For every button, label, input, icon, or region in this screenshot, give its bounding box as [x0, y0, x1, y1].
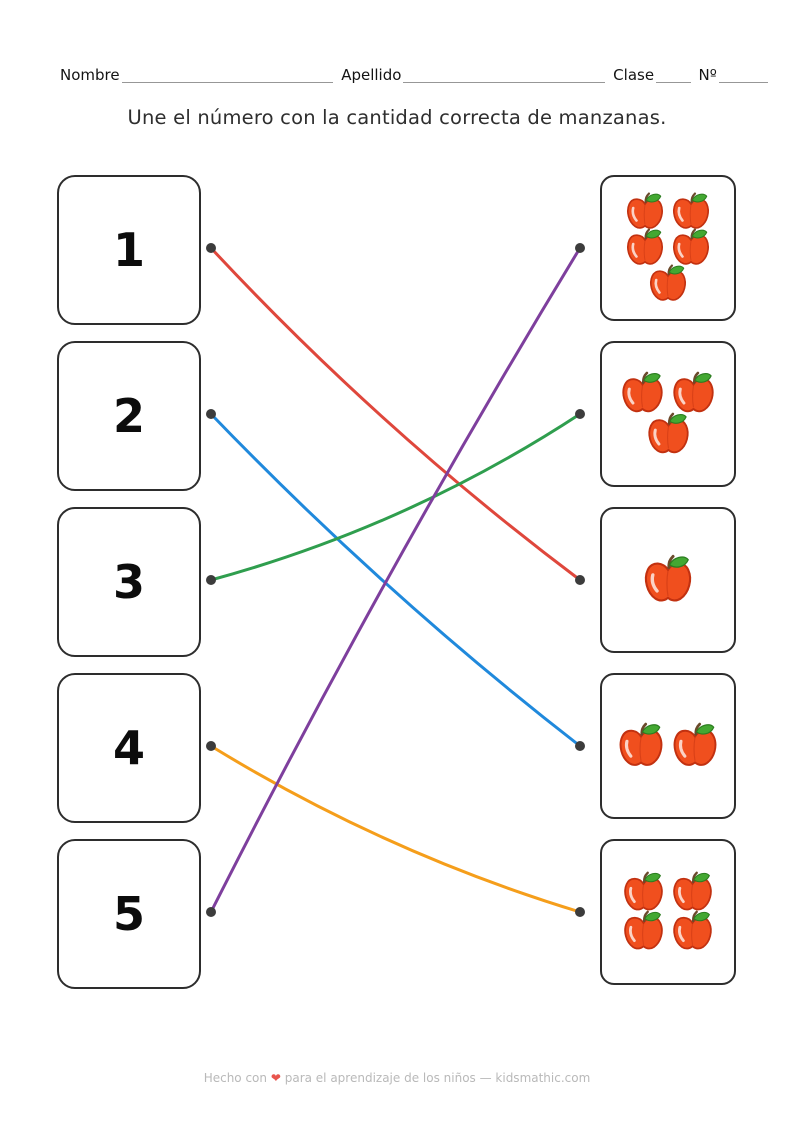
apple-icon [673, 228, 709, 265]
apple-box-5 [600, 839, 736, 985]
connection-dot [206, 409, 216, 419]
connection-dot [575, 243, 585, 253]
connection-dot [206, 243, 216, 253]
connection-dot [206, 741, 216, 751]
apple-row [621, 870, 715, 915]
number-box-4: 4 [57, 673, 201, 823]
apple-row [641, 553, 695, 607]
apple-icon [673, 722, 717, 766]
connection-line-5 [209, 246, 582, 914]
connection-line-4 [209, 744, 582, 914]
connection-dot [575, 575, 585, 585]
apple-row [624, 191, 712, 233]
footer-prefix: Hecho con [203, 1071, 267, 1085]
surname-label: Apellido [341, 66, 402, 84]
apple-box-3 [600, 507, 736, 653]
apple-row [619, 370, 717, 417]
apple-icon [622, 371, 663, 413]
apple-icon [644, 554, 692, 602]
apple-icon [673, 910, 712, 950]
connection-line-1 [209, 246, 582, 582]
apple-icon [673, 871, 712, 911]
name-label: Nombre [60, 66, 120, 84]
number-box-5: 5 [57, 839, 201, 989]
class-label: Clase [613, 66, 655, 84]
heart-icon: ❤ [270, 1071, 281, 1085]
apple-icon [624, 871, 663, 911]
apple-icon [650, 264, 686, 301]
apple-row [621, 909, 715, 954]
apple-icon [673, 371, 714, 413]
name-write-line [121, 66, 334, 83]
surname-write-line [403, 66, 606, 83]
apple-row [624, 227, 712, 269]
footer-suffix: para el aprendizaje de los niños — kidsm… [284, 1071, 591, 1085]
apple-box-4 [600, 673, 736, 819]
number-2-label: 2 [112, 389, 145, 443]
connection-line-2 [209, 412, 582, 748]
number-1-label: 1 [112, 223, 145, 277]
apple-row [645, 411, 692, 458]
apple-icon [627, 228, 663, 265]
apple-box-2 [600, 341, 736, 487]
instruction-title: Une el número con la cantidad correcta d… [127, 106, 667, 129]
number-box-1: 1 [57, 175, 201, 325]
connection-dot [206, 907, 216, 917]
connection-dot [575, 409, 585, 419]
apple-icon [619, 722, 663, 766]
connection-dot [206, 575, 216, 585]
apple-icon [624, 910, 663, 950]
connection-dot [575, 907, 585, 917]
number-write-line [718, 66, 768, 83]
apple-row [647, 263, 689, 305]
number-4-label: 4 [112, 721, 145, 775]
connection-dot [575, 741, 585, 751]
number-label: Nº [698, 66, 717, 84]
number-5-label: 5 [112, 887, 145, 941]
apple-icon [647, 412, 689, 454]
number-box-2: 2 [57, 341, 201, 491]
header-fields: Nombre Apellido Clase Nº [60, 66, 768, 86]
connection-line-3 [209, 412, 582, 582]
number-box-3: 3 [57, 507, 201, 657]
footer-credit: Hecho con ❤ para el aprendizaje de los n… [0, 1071, 794, 1085]
apple-box-1 [600, 175, 736, 321]
number-3-label: 3 [112, 555, 145, 609]
apple-row [616, 721, 720, 771]
class-write-line [656, 66, 691, 83]
apple-icon [627, 192, 663, 229]
apple-icon [673, 192, 709, 229]
